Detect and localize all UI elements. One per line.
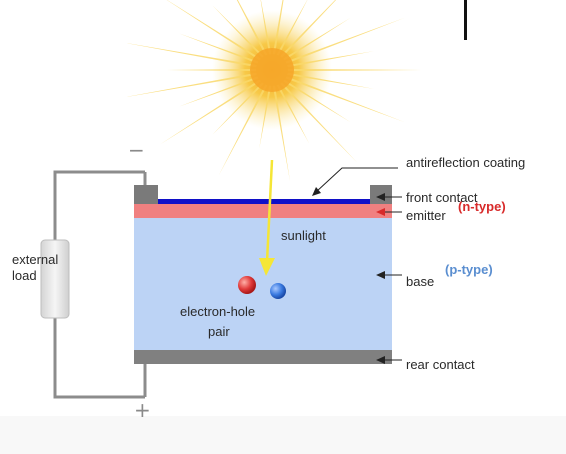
front-contact-arrowhead xyxy=(376,193,385,201)
hole-particle xyxy=(270,283,286,299)
rear-contact-arrowhead xyxy=(376,356,385,364)
external-load-label-line2: load xyxy=(12,268,37,283)
sun-ray xyxy=(212,82,264,135)
rear-contact-label: rear contact xyxy=(406,357,475,372)
sun-ray xyxy=(126,43,257,68)
sun-ray xyxy=(179,76,259,107)
antireflection-layer xyxy=(158,199,370,204)
sun-ray xyxy=(166,0,261,61)
electron-particle xyxy=(238,276,256,294)
sun-ray xyxy=(259,85,272,149)
sun-core xyxy=(250,48,294,92)
rear-contact-layer xyxy=(134,350,392,364)
bottom-band xyxy=(0,416,566,454)
sun-ray xyxy=(276,84,310,144)
sun-ray xyxy=(287,68,422,72)
sun-ray xyxy=(126,72,257,97)
front-contact-right xyxy=(370,185,392,204)
base-label: base xyxy=(406,274,435,289)
electron-hole-label-line2: pair xyxy=(208,324,230,339)
sun-ray xyxy=(283,17,351,61)
sun-ray xyxy=(283,79,351,123)
arrow-down-icon xyxy=(259,258,275,276)
sun-ray xyxy=(272,85,291,182)
p-type-label: (p-type) xyxy=(445,262,493,277)
emitter-label: emitter xyxy=(406,208,446,223)
external-load-label-line1: external xyxy=(12,252,59,267)
sun-ray xyxy=(212,5,264,58)
sun-ray xyxy=(285,17,405,64)
sun-ray xyxy=(236,0,268,56)
sun-ray xyxy=(218,84,268,176)
edge-mark xyxy=(464,0,467,40)
base-arrowhead xyxy=(376,271,385,279)
plus-terminal-sign: + xyxy=(134,398,151,422)
sun-ray xyxy=(285,76,405,123)
sun-ray xyxy=(287,51,374,68)
sun-ray xyxy=(276,0,308,56)
sun-ray xyxy=(167,68,257,72)
electron-hole-label-line1: electron-hole xyxy=(180,304,256,319)
sun-burst-icon xyxy=(126,0,422,182)
sun-ray xyxy=(159,79,261,145)
minus-terminal-sign: − xyxy=(128,138,145,162)
antireflection-leader xyxy=(315,167,398,193)
front-contact-label: front contact xyxy=(406,190,478,205)
antireflection-label: antireflection coating xyxy=(406,155,526,170)
antireflection-arrowhead xyxy=(312,187,321,196)
sun-ray xyxy=(179,33,259,64)
base-layer xyxy=(134,218,392,350)
emitter-layer xyxy=(134,204,392,218)
sunlight-arrow-line xyxy=(265,159,274,263)
sun-ray xyxy=(260,0,272,55)
sun-ray xyxy=(280,82,358,163)
sun-ray xyxy=(287,72,374,89)
emitter-arrowhead xyxy=(376,208,385,216)
front-contact-left xyxy=(134,185,158,204)
external-load-resistor xyxy=(40,239,70,319)
sun-ray xyxy=(272,0,284,55)
sunlight-label: sunlight xyxy=(281,228,326,243)
n-type-label: (n-type) xyxy=(458,199,506,214)
sun-ray xyxy=(280,0,336,58)
